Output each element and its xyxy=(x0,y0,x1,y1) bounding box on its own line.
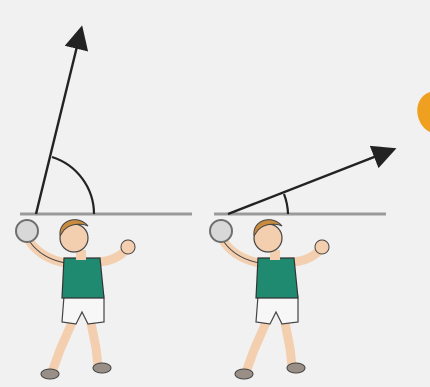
angle-arc-icon xyxy=(52,157,94,214)
trajectory-arrow-icon xyxy=(228,150,392,214)
angle-arc-icon xyxy=(284,194,288,214)
thrower-figure-icon xyxy=(16,220,135,379)
trajectory-arrow-icon xyxy=(36,30,81,214)
accent-shape xyxy=(417,92,430,132)
ball-icon xyxy=(210,220,232,242)
thrower-figure-icon xyxy=(210,220,329,379)
panel-steep-throw xyxy=(16,30,192,379)
panel-shallow-throw xyxy=(210,150,392,379)
ball-icon xyxy=(16,220,38,242)
